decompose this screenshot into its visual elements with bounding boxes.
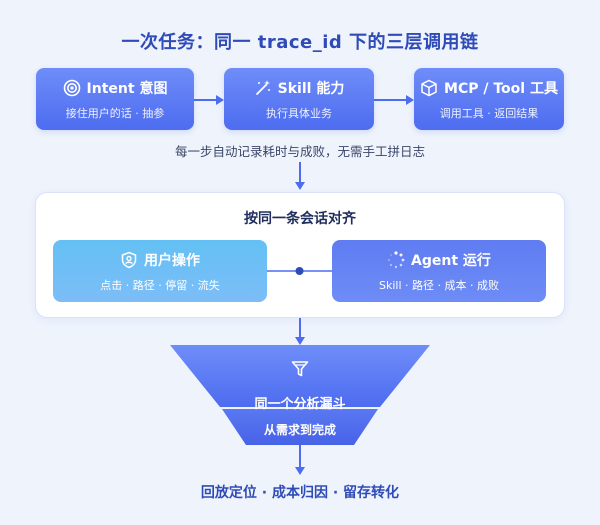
funnel-shape [170, 345, 430, 445]
arrow-to-alignment [295, 162, 305, 190]
user-track-name: 用户操作 [144, 253, 200, 269]
alignment-card: 按同一条会话对齐 用户操作 点击 · 路径 · 停留 · 流失 [35, 192, 565, 318]
arrow-skill-to-tool [374, 95, 414, 105]
magic-wand-icon [255, 80, 270, 95]
spinner-icon [388, 251, 405, 269]
tool-layer-name: MCP / Tool 工具 [444, 81, 558, 97]
target-icon [63, 79, 80, 97]
skill-layer-box: Skill 能力 执行具体业务 [224, 68, 374, 130]
tool-layer-desc: 调用工具 · 返回结果 [439, 107, 539, 120]
track-connector [267, 267, 332, 275]
skill-layer-name: Skill 能力 [277, 81, 345, 97]
arrow-to-funnel [295, 318, 305, 345]
arrow-intent-to-skill [194, 95, 224, 105]
analysis-funnel: 同一个分析漏斗 从需求到完成 [170, 345, 430, 445]
funnel-icon [291, 361, 309, 377]
funnel-top-label: 同一个分析漏斗 [254, 397, 346, 412]
funnel-bottom-label: 从需求到完成 [263, 423, 336, 437]
cube-icon [421, 79, 437, 97]
agent-track-desc: Skill · 路径 · 成本 · 成败 [379, 279, 499, 292]
user-track-box: 用户操作 点击 · 路径 · 停留 · 流失 [53, 240, 267, 302]
logging-note: 每一步自动记录耗时与成败，无需手工拼日志 [174, 144, 425, 159]
outcomes-footer: 回放定位 · 成本归因 · 留存转化 [200, 485, 400, 501]
diagram-title: 一次任务：同一 trace_id 下的三层调用链 [121, 32, 479, 53]
intent-layer-name: Intent 意图 [86, 81, 168, 97]
skill-layer-desc: 执行具体业务 [266, 107, 332, 120]
arrow-to-outcomes [295, 445, 305, 475]
user-track-desc: 点击 · 路径 · 停留 · 流失 [100, 279, 220, 292]
alignment-title: 按同一条会话对齐 [244, 211, 356, 227]
intent-layer-box: Intent 意图 接住用户的话 · 抽参 [36, 68, 194, 130]
user-badge-icon [121, 251, 137, 269]
agent-track-box: Agent 运行 Skill · 路径 · 成本 · 成败 [332, 240, 546, 302]
tool-layer-box: MCP / Tool 工具 调用工具 · 返回结果 [414, 68, 564, 130]
intent-layer-desc: 接住用户的话 · 抽参 [65, 107, 165, 120]
agent-track-name: Agent 运行 [411, 253, 491, 269]
